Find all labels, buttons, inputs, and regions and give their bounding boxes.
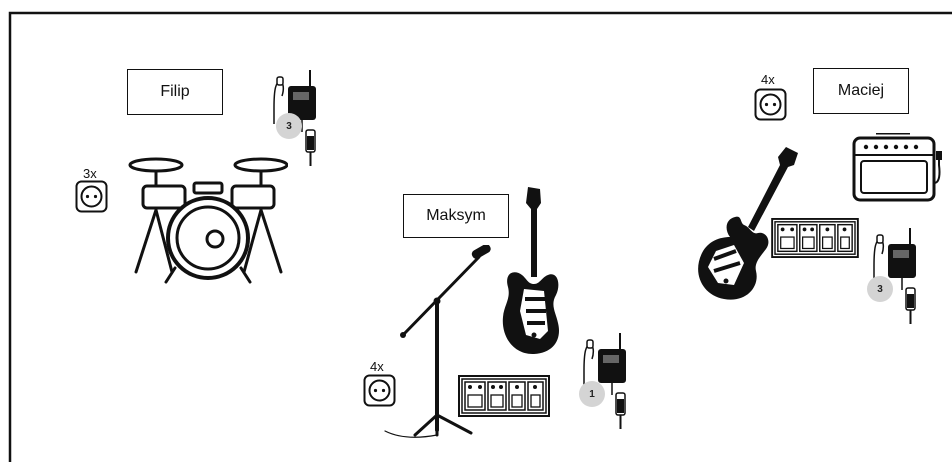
musician-label-maksym: Maksym	[403, 194, 509, 238]
pedalboard-icon	[458, 375, 550, 417]
musician-name: Filip	[160, 83, 189, 101]
drum-kit-icon	[128, 150, 288, 285]
outlet-count: 3x	[83, 166, 97, 181]
musician-label-filip: Filip	[127, 69, 223, 115]
guitar-amplifier-icon	[848, 133, 948, 205]
electric-guitar-icon	[500, 185, 570, 360]
in-ear-channel-badge: 3	[276, 113, 302, 139]
outlet-count: 4x	[761, 72, 775, 87]
power-outlet-icon	[754, 88, 787, 121]
power-outlet-icon	[75, 180, 108, 213]
pedalboard-icon	[771, 218, 859, 258]
musician-name: Maciej	[838, 82, 884, 100]
in-ear-channel-badge: 1	[579, 381, 605, 407]
in-ear-channel-badge: 3	[867, 276, 893, 302]
musician-name: Maksym	[426, 207, 486, 225]
musician-label-maciej: Maciej	[813, 68, 909, 114]
